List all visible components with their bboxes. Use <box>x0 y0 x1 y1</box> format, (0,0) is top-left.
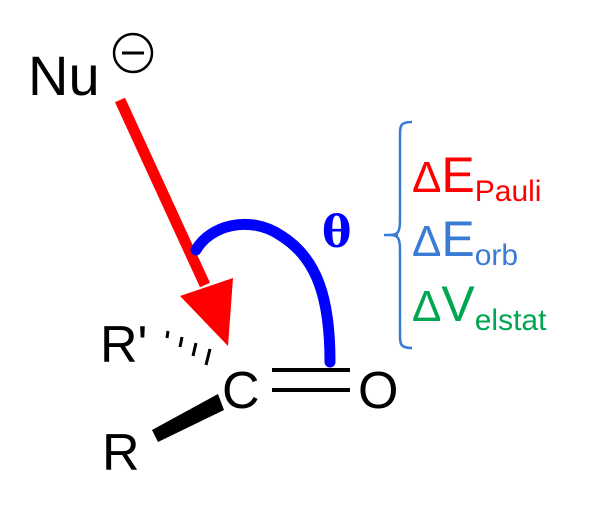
carbonyl-double-bond <box>272 368 350 392</box>
energy-bracket <box>389 120 413 350</box>
carbon-atom: C <box>222 362 260 420</box>
nucleophilic-attack-arrow <box>115 97 233 346</box>
hashed-wedge-bond <box>165 330 212 366</box>
substituent-r-prime: R' <box>100 316 147 374</box>
solid-wedge-bond <box>152 394 224 442</box>
oxygen-atom: O <box>358 362 398 420</box>
substituent-r: R <box>102 424 140 482</box>
negative-charge-icon <box>112 32 154 74</box>
nucleophile-label: Nu <box>28 44 100 107</box>
angle-arc <box>190 218 336 368</box>
theta-label: θ <box>322 207 351 258</box>
energy-term-pauli: ΔEPauli <box>412 147 541 208</box>
energy-term-orb: ΔEorb <box>412 211 518 272</box>
energy-term-elstat: ΔVelstat <box>412 276 547 337</box>
